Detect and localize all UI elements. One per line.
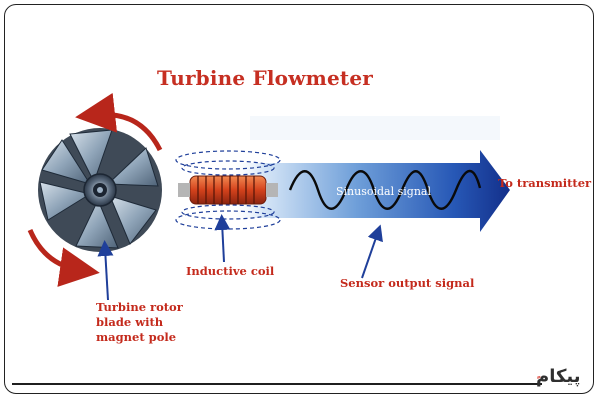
turbine-rotor-label-line1: Turbine rotor: [96, 300, 183, 314]
brand-logo: پیکامٍ: [536, 366, 581, 387]
inductive-coil: [175, 150, 281, 230]
turbine-rotor: [38, 128, 162, 252]
rotation-arrow-bottom: [27, 228, 100, 287]
flow-arrow: [230, 116, 510, 232]
coil-pointer-arrow: [214, 214, 231, 263]
turbine-rotor-label-line3: magnet pole: [96, 330, 177, 344]
rotor-pointer-arrow: [97, 240, 114, 301]
rotation-arrow-top: [75, 92, 163, 152]
footer-divider: [12, 383, 542, 385]
sinusoidal-signal-label: Sinusoidal signal: [336, 185, 431, 198]
turbine-rotor-label-line2: blade with: [96, 315, 164, 329]
to-transmitter-label: To transmitter: [498, 176, 592, 190]
rotor-blades: [39, 129, 159, 249]
brand-text: پیکام: [536, 366, 581, 387]
turbine-rotor-label: Turbine rotor blade with magnet pole: [96, 300, 183, 345]
signal-pointer-arrow: [361, 224, 383, 279]
inductive-coil-label: Inductive coil: [186, 264, 275, 278]
diagram-title: Turbine Flowmeter: [156, 66, 374, 90]
sensor-output-label: Sensor output signal: [340, 276, 475, 290]
sinusoidal-wave: [288, 169, 482, 210]
